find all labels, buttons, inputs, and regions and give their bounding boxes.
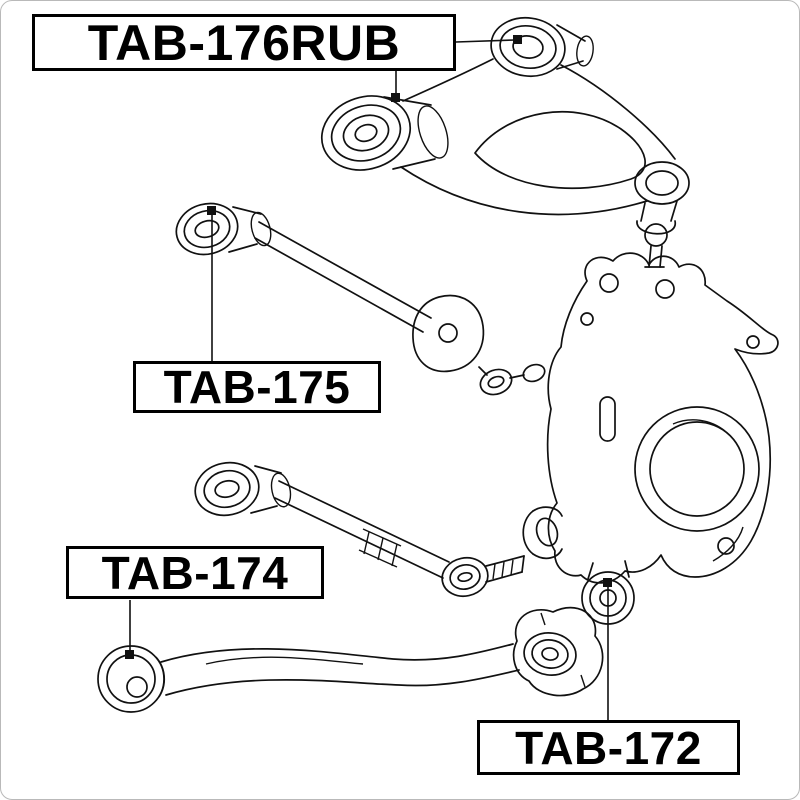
marker-dot-tab176rub-front <box>513 35 522 44</box>
marker-dot-tab174 <box>125 650 134 659</box>
ball-joint <box>636 200 678 268</box>
steering-knuckle <box>522 252 779 625</box>
hub-bore <box>634 406 760 532</box>
upper-lateral-rod-bushing <box>175 202 272 256</box>
lower-control-arm <box>97 606 604 713</box>
lower-control-arm-bushing <box>97 645 166 713</box>
knuckle-outline <box>546 252 779 584</box>
lower-arm-end-bracket <box>512 606 604 697</box>
callout-tab-176rub-label: TAB-176RUB <box>87 14 401 71</box>
knuckle-lower-fork <box>522 506 563 560</box>
rod-end-bushing <box>441 556 489 598</box>
callout-tab-175-label: TAB-175 <box>163 361 351 413</box>
callout-tab-174-label: TAB-174 <box>101 546 289 599</box>
callout-tab-176rub: TAB-176RUB <box>32 14 456 71</box>
leader-tab176rub-front <box>455 39 516 43</box>
callout-tab-172-label: TAB-172 <box>515 721 702 774</box>
marker-dot-tab176rub-rear <box>391 93 400 102</box>
upper-arm-rear-bushing <box>320 95 449 171</box>
callout-tab-174: TAB-174 <box>66 546 324 599</box>
marker-dot-tab172 <box>603 578 612 587</box>
knuckle-holes <box>580 273 760 562</box>
marker-dot-tab175 <box>207 206 216 215</box>
upper-control-arm <box>320 16 690 268</box>
upper-arm-body <box>400 58 690 216</box>
callout-tab-175: TAB-175 <box>133 361 381 413</box>
callout-tab-172: TAB-172 <box>477 720 740 775</box>
rod-end-bracket <box>412 294 546 396</box>
upper-arm-front-bushing <box>490 16 594 78</box>
lower-lateral-rod <box>194 461 525 598</box>
rod-adjuster <box>358 528 402 568</box>
rod-end-bolt <box>485 555 525 583</box>
callout-leaders <box>125 35 612 720</box>
lower-lateral-rod-bushing <box>194 461 292 517</box>
upper-lateral-rod <box>175 202 546 396</box>
